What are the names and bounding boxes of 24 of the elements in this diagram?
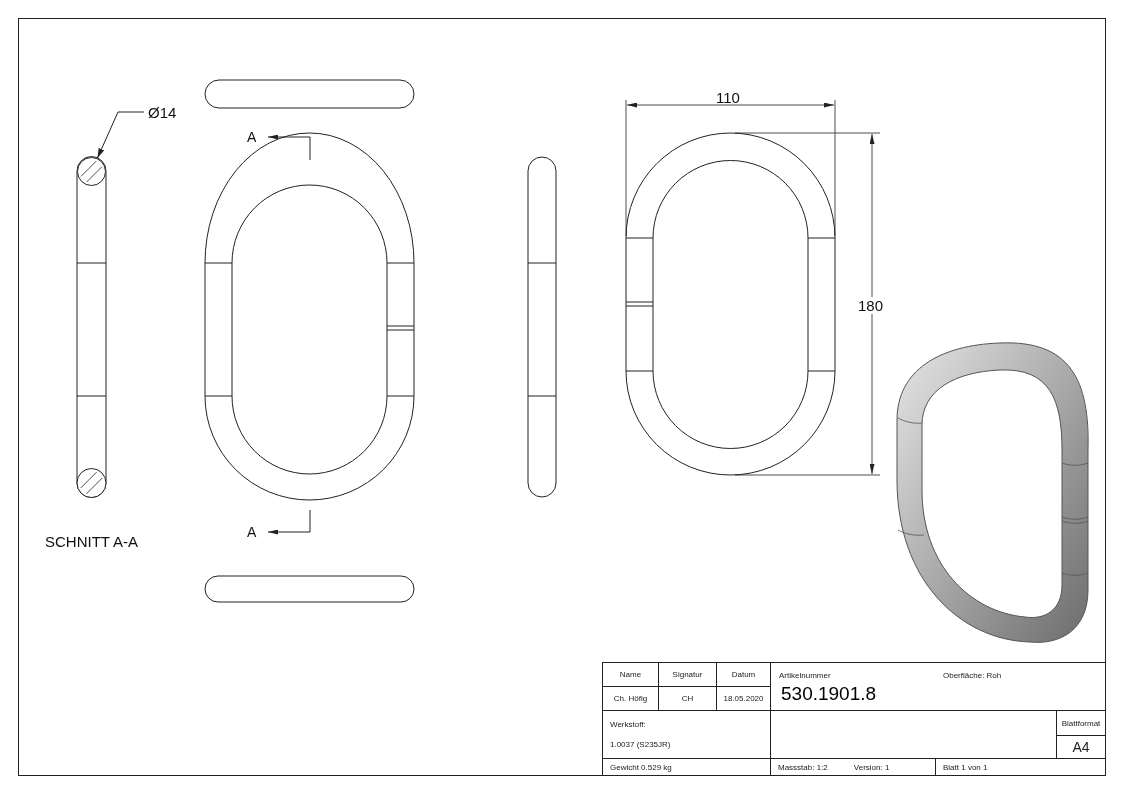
section-label: A	[247, 130, 257, 144]
section-label: A	[247, 525, 257, 539]
table-cell: Blattformat	[1057, 711, 1105, 735]
table-cell: Signatur	[659, 663, 716, 686]
scale-text: Massstab: 1:2	[778, 762, 828, 772]
table-cell: Datum	[717, 663, 770, 686]
view-title: SCHNITT A-A	[45, 534, 139, 549]
dimension-text: 110	[716, 90, 740, 105]
table-cell: Name	[603, 663, 658, 686]
sheet-format: A4	[1072, 739, 1090, 755]
field-label: Artikelnummer	[779, 671, 831, 680]
table-cell: Gewicht 0.529 kg	[603, 759, 770, 775]
dimension-text: 180	[856, 297, 886, 314]
version-text: Version: 1	[853, 762, 890, 772]
table-cell: 18.05.2020	[717, 687, 770, 710]
table-cell: CH	[659, 687, 716, 710]
leader-line	[96, 111, 145, 159]
field-label: Oberfläche: Roh	[943, 671, 1002, 680]
field-label: Werkstoff:	[610, 720, 646, 730]
table-cell: Blatt 1 von 1	[936, 759, 1105, 775]
dimension-text: Ø14	[148, 105, 177, 120]
article-number: 530.1901.8	[781, 683, 877, 705]
table-cell: Ch. Höfig	[603, 687, 658, 710]
material-text: 1.0037 (S235JR)	[610, 739, 671, 749]
